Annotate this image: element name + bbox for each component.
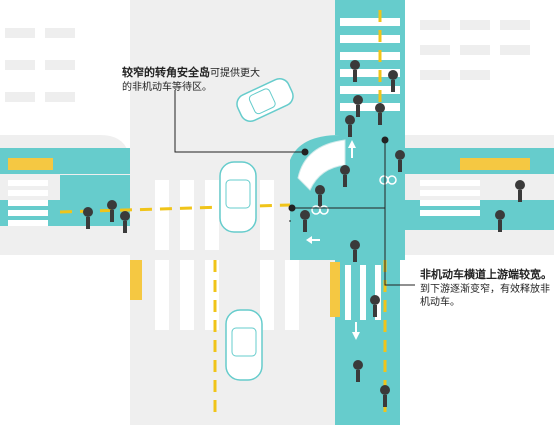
bicycle-icon: [311, 175, 397, 215]
arrow-icon: [306, 140, 360, 340]
cyclist-icon: [83, 60, 525, 407]
car-icon: [219, 161, 257, 233]
callout-island-text: 可提供更大的非机动车等待区。: [122, 68, 260, 93]
callout-bikelane-bold: 非机动车横道上游端较宽。: [420, 268, 552, 281]
car-icon: [225, 309, 263, 381]
crosswalk-west: [8, 180, 48, 226]
callout-bikelane-text: 到下游逐渐变窄，有效释放非机动车。: [420, 283, 550, 309]
safety-island: [297, 139, 346, 191]
crosswalk-north: [340, 18, 400, 111]
crosswalk-south: [345, 265, 381, 320]
callout-bike-crossing: 非机动车横道上游端较宽。到下游逐渐变窄，有效释放非机动车。: [420, 268, 552, 310]
crosswalk-east: [420, 180, 480, 216]
sidewalk-blocks-northeast: [420, 20, 530, 80]
crosswalk-center: [155, 180, 299, 330]
sidewalk-blocks-northwest: [5, 28, 75, 102]
callout-island-bold: 较窄的转角安全岛: [122, 66, 210, 79]
callout-safety-island: 较窄的转角安全岛可提供更大的非机动车等待区。: [122, 66, 262, 94]
car-icon: [236, 78, 294, 122]
tactile-paving: [8, 158, 530, 317]
leader-lines: [174, 90, 415, 286]
